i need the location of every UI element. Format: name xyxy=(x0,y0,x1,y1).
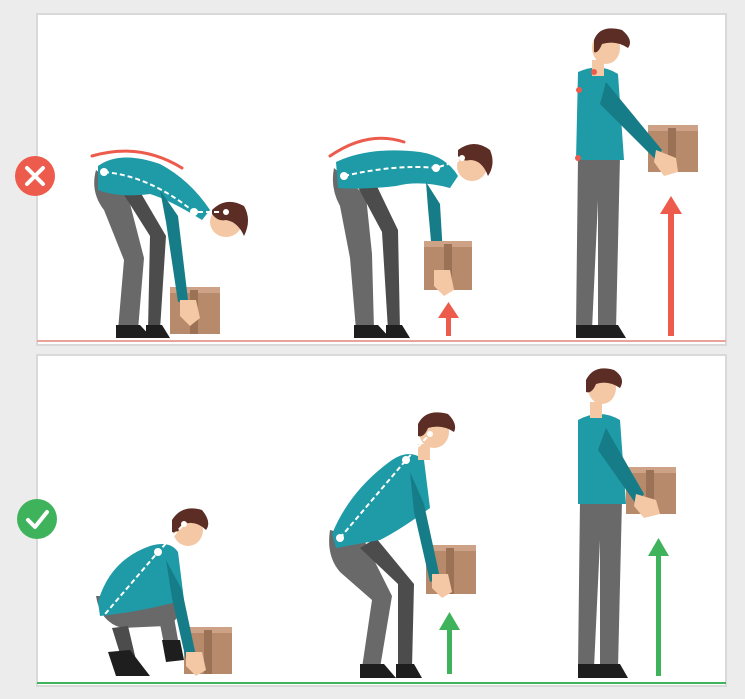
figure-correct-step-1 xyxy=(96,508,232,676)
figure-incorrect-step-2 xyxy=(328,136,493,338)
arrow-up-icon xyxy=(439,612,460,674)
arrow-up-icon xyxy=(438,302,459,336)
arrow-up-icon xyxy=(648,538,669,676)
check-icon xyxy=(17,499,57,539)
figure-correct-step-3 xyxy=(578,368,676,678)
figure-incorrect-step-1 xyxy=(90,149,248,338)
figure-correct-step-2 xyxy=(329,412,476,678)
arrow-up-icon xyxy=(660,196,682,336)
cross-icon xyxy=(15,156,55,196)
figure-incorrect-step-3 xyxy=(575,28,698,338)
